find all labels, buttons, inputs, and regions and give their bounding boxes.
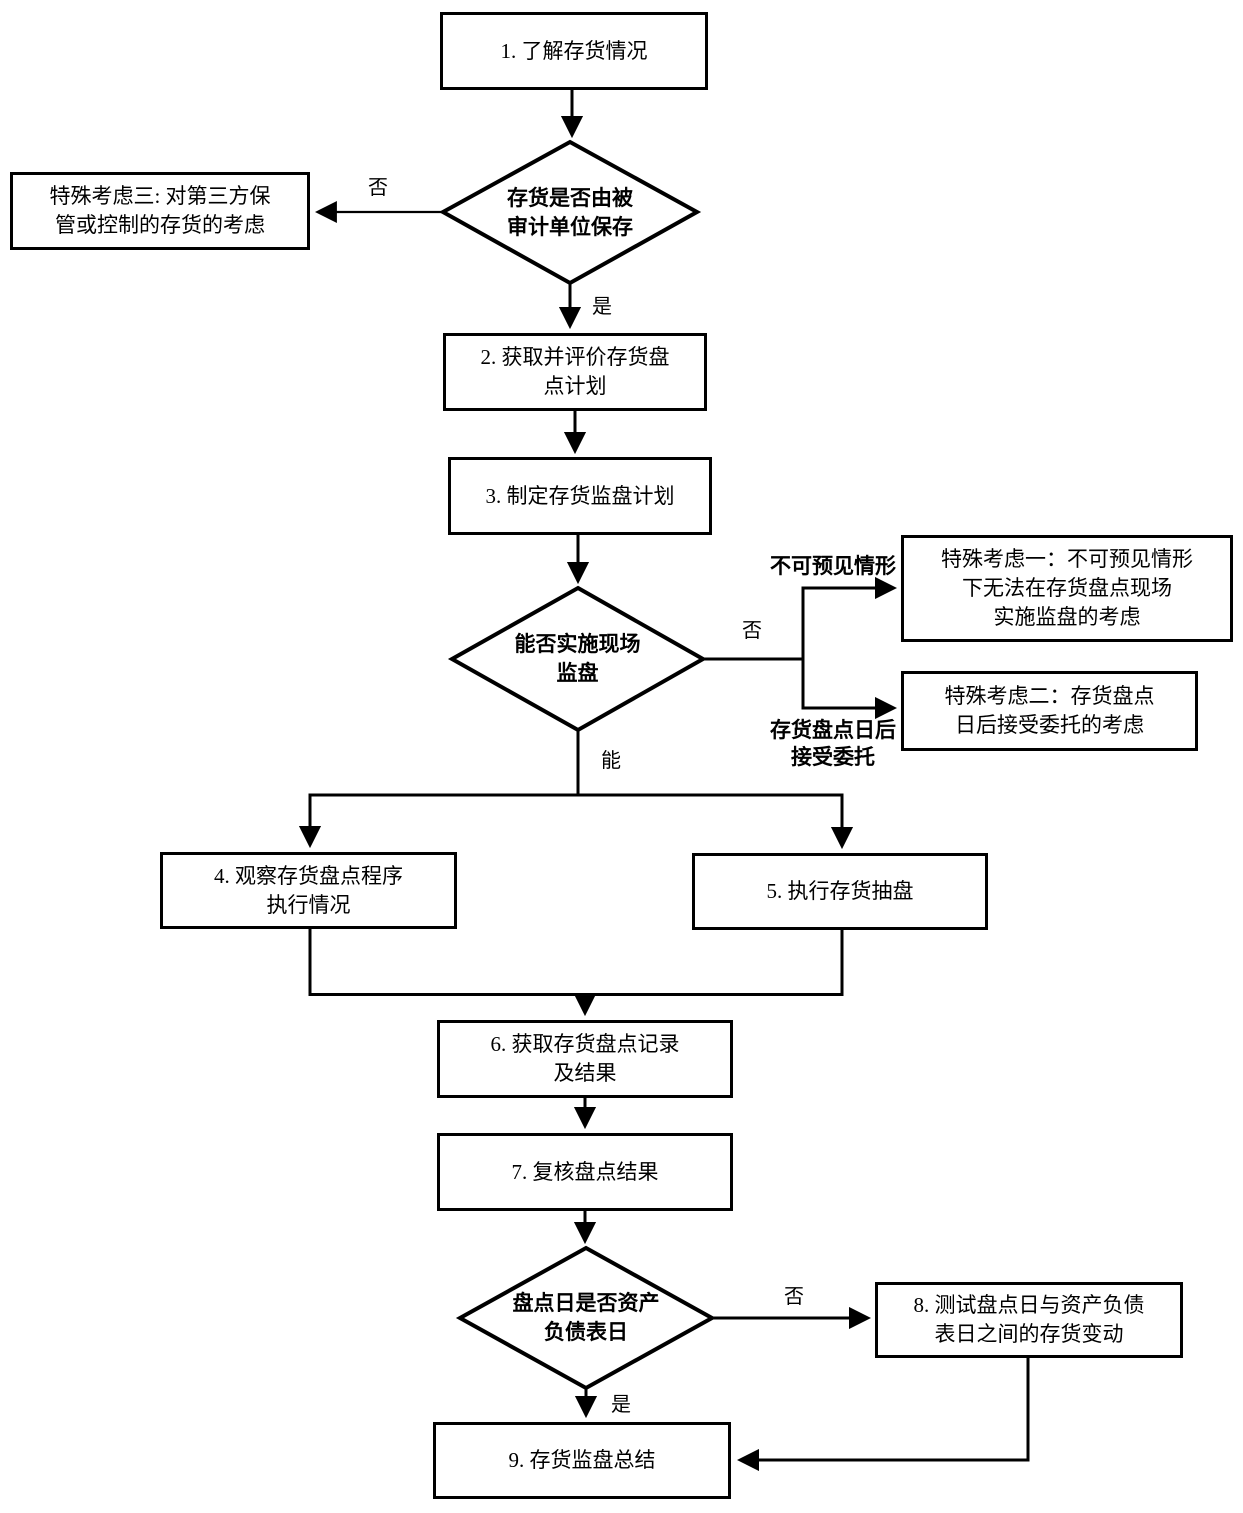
edge-label-no-3: 否 <box>784 1286 804 1308</box>
node-step6: 6. 获取存货盘点记录 及结果 <box>437 1020 733 1098</box>
node-decision2: 能否实施现场 监盘 <box>514 632 641 685</box>
node-special1: 特殊考虑一：不可预见情形 下无法在存货盘点现场 实施监盘的考虑 <box>901 535 1233 642</box>
node-step9: 9. 存货监盘总结 <box>433 1422 731 1499</box>
edge-label-unforeseen: 不可预见情形 <box>770 554 896 578</box>
edge-label-can: 能 <box>601 750 621 772</box>
edge-label-after-commission: 存货盘点日后 接受委托 <box>770 718 896 770</box>
node-special2: 特殊考虑二：存货盘点 日后接受委托的考虑 <box>901 671 1198 751</box>
node-step3: 3. 制定存货监盘计划 <box>448 457 712 535</box>
edges-group <box>298 90 1030 1472</box>
node-decision1: 存货是否由被 审计单位保存 <box>507 185 633 239</box>
node-decision3: 盘点日是否资产 负债表日 <box>512 1291 660 1344</box>
edge-label-yes-1: 是 <box>592 296 612 318</box>
edge-branch-special1 <box>801 576 898 659</box>
node-step7: 7. 复核盘点结果 <box>437 1133 733 1211</box>
edge-step8-step9 <box>736 1357 1030 1472</box>
edge-label-no-1: 否 <box>368 177 388 199</box>
node-step5: 5. 执行存货抽盘 <box>692 853 988 930</box>
edge-branch-special2 <box>801 659 898 720</box>
edge-label-no-2: 否 <box>742 620 762 642</box>
edge-label-yes-3: 是 <box>611 1394 631 1416</box>
node-step8: 8. 测试盘点日与资产负债 表日之间的存货变动 <box>875 1282 1183 1358</box>
node-step2: 2. 获取并评价存货盘 点计划 <box>443 333 707 411</box>
node-special3: 特殊考虑三: 对第三方保 管或控制的存货的考虑 <box>10 172 310 250</box>
node-step4: 4. 观察存货盘点程序 执行情况 <box>160 852 457 929</box>
node-step1: 1. 了解存货情况 <box>440 12 708 90</box>
